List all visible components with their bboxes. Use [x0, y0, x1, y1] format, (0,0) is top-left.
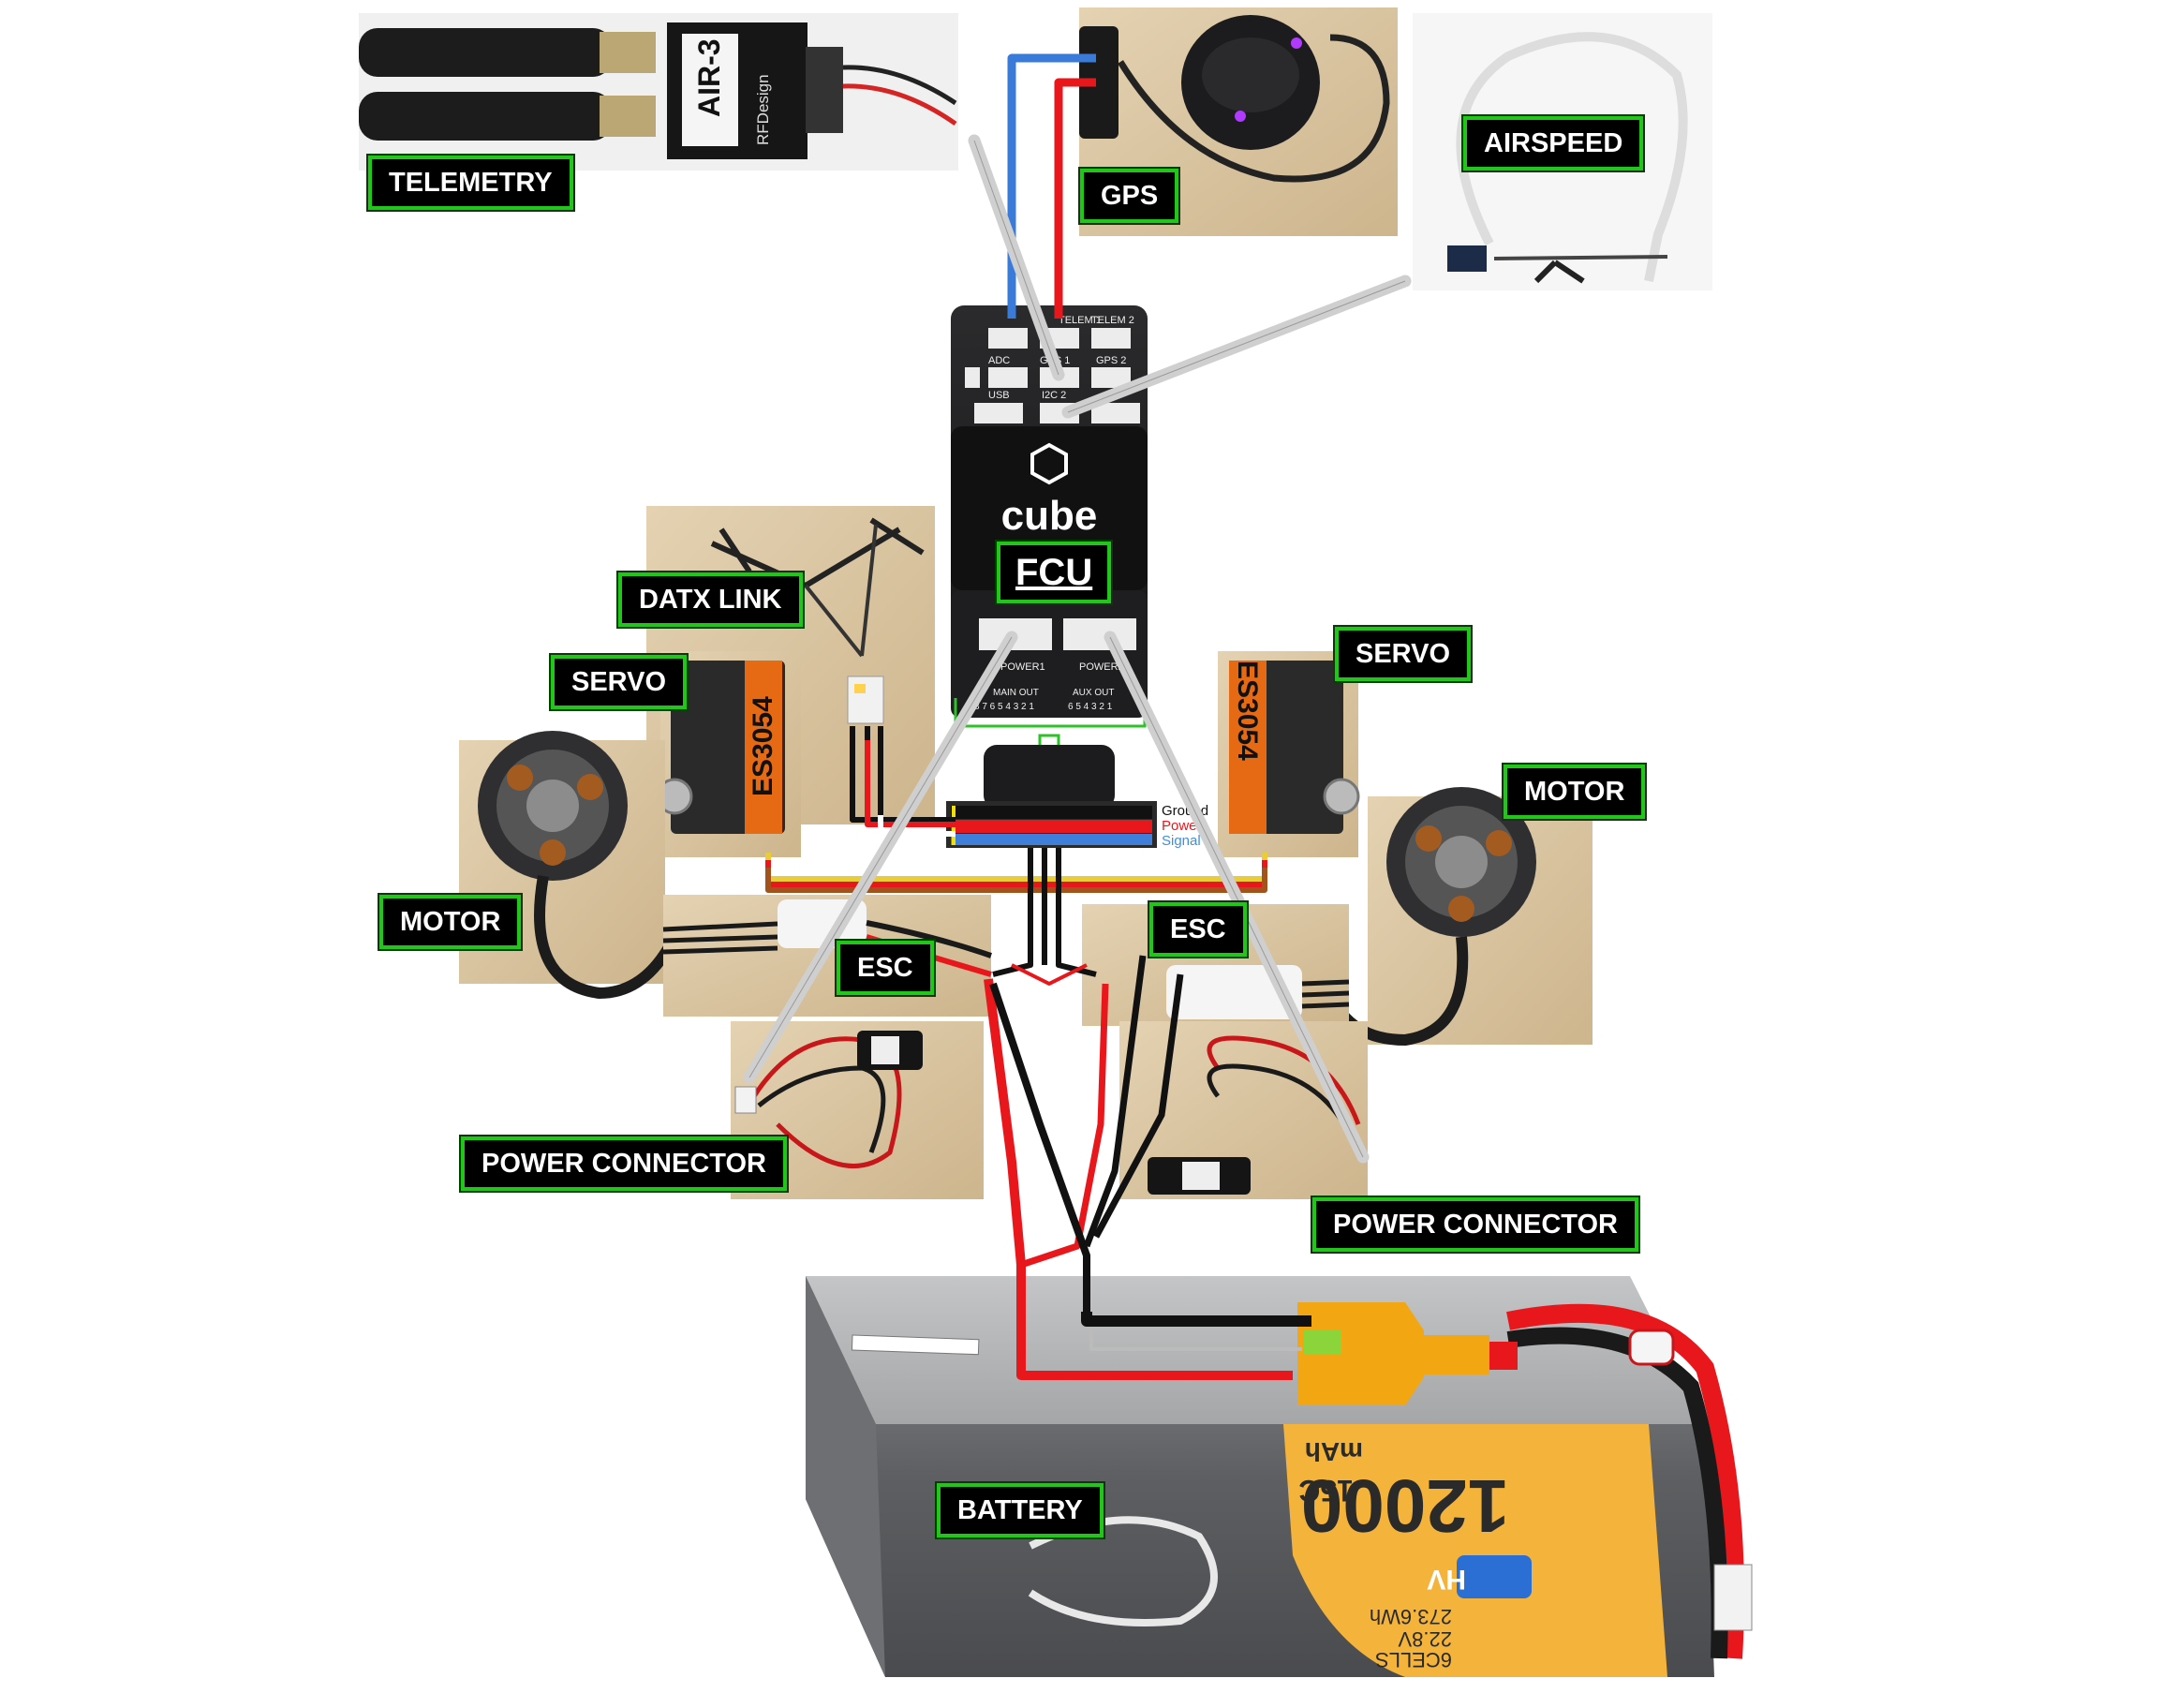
motor-left-photo	[459, 731, 680, 1000]
battery-type-text: HV	[1427, 1564, 1466, 1595]
battery-voltage-text: 22.8V	[1398, 1627, 1452, 1651]
servo-left-model: ES3054	[748, 696, 778, 796]
port-telem2-label: TELEM 2	[1091, 315, 1134, 326]
servo-rail: Ground Power Signal	[946, 745, 1208, 849]
label-servo-right: SERVO	[1335, 627, 1472, 681]
telemetry-model-text: AIR-3	[692, 38, 726, 117]
servo-right-model: ES3054	[1232, 661, 1263, 761]
label-servo-left: SERVO	[551, 655, 688, 709]
label-gps: GPS	[1080, 169, 1179, 223]
servo-signal-label: Signal	[1162, 833, 1201, 849]
label-motor-right: MOTOR	[1504, 765, 1646, 819]
battery-energy-text: 273.6Wh	[1370, 1605, 1452, 1628]
port-aux-out-label: AUX OUT	[1073, 688, 1114, 698]
motor-right-photo	[1325, 787, 1593, 1047]
port-gps2-label: GPS 2	[1096, 355, 1126, 366]
label-esc-left: ESC	[837, 941, 934, 995]
port-telem1-label: TELEM 1	[1059, 315, 1102, 326]
fcu-brand-text: cube	[1001, 493, 1098, 539]
power-connector-right-photo	[1119, 1021, 1368, 1199]
label-battery: BATTERY	[937, 1483, 1104, 1537]
label-power-connector-left: POWER CONNECTOR	[461, 1136, 787, 1191]
xt-connector	[1297, 1302, 1518, 1405]
telemetry-photo: AIR-3 RFDesign	[359, 13, 958, 171]
label-motor-left: MOTOR	[379, 895, 522, 949]
label-power-connector-right: POWER CONNECTOR	[1312, 1197, 1638, 1252]
battery-unit-text: mAh	[1305, 1437, 1363, 1466]
label-esc-right: ESC	[1149, 902, 1247, 957]
battery-capacity-text: 12000	[1301, 1464, 1509, 1548]
battery-illustration: 12000 mAh 15C HV 273.6Wh 22.8V 6CELLS	[806, 1276, 1753, 1677]
port-adc-label: ADC	[988, 355, 1010, 366]
port-i2c2-label: I2C 2	[1042, 390, 1066, 401]
port-aux-numbers: 6 5 4 3 2 1	[1068, 702, 1113, 712]
label-airspeed: AIRSPEED	[1463, 116, 1644, 171]
port-usb-label: USB	[988, 390, 1010, 401]
servo-right-photo: ES3054	[1218, 651, 1360, 857]
telemetry-brand-text: RFDesign	[754, 74, 772, 145]
port-main-numbers: 8 7 6 5 4 3 2 1	[974, 702, 1034, 712]
port-main-out-label: MAIN OUT	[993, 688, 1039, 698]
label-fcu: FCU	[997, 542, 1112, 603]
battery-crating-text: 15C	[1298, 1474, 1354, 1507]
port-power2-label: POWER2	[1079, 661, 1124, 673]
battery-cells-text: 6CELLS	[1375, 1648, 1452, 1671]
port-power1-label: POWER1	[1000, 661, 1045, 673]
label-datx-link: DATX LINK	[618, 572, 803, 627]
servo-power-label: Power	[1162, 818, 1202, 834]
label-telemetry: TELEMETRY	[368, 156, 573, 210]
